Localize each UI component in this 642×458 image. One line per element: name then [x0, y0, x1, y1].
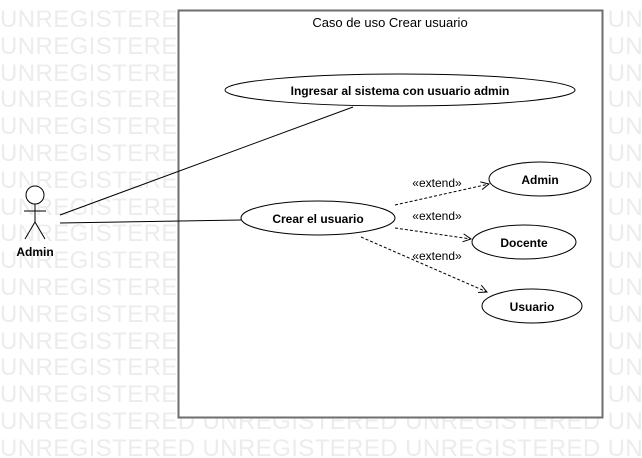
use-case-admin[interactable]: Admin: [488, 161, 592, 197]
use-case-admin-shape: [488, 161, 592, 197]
association-admin-create-user[interactable]: [59, 219, 242, 224]
use-case-create-user-label: Crear el usuario: [272, 212, 363, 226]
extend-to-docente[interactable]: [394, 227, 471, 239]
extend-label-admin: «extend»: [412, 176, 462, 190]
actor-right-leg: [34, 221, 46, 240]
watermark-line: UNREGISTERED UNREGISTERED UNREGISTERED U…: [0, 434, 642, 458]
system-boundary[interactable]: [177, 9, 604, 419]
system-boundary-title: Caso de uso Crear usuario: [312, 15, 467, 30]
actor-admin[interactable]: Admin: [16, 185, 54, 259]
actor-left-leg: [24, 221, 36, 240]
use-case-create-user-shape: [240, 200, 396, 236]
use-case-usuario-label: Usuario: [510, 300, 555, 314]
use-case-create-user[interactable]: Crear el usuario: [240, 200, 396, 236]
use-case-usuario-shape: [481, 288, 583, 324]
use-case-docente-label: Docente: [500, 236, 548, 250]
extend-label-usuario: «extend»: [412, 249, 462, 263]
use-case-admin-label: Admin: [521, 173, 558, 187]
use-case-login-label: Ingresar al sistema con usuario admin: [291, 84, 510, 98]
extend-to-usuario[interactable]: [360, 236, 487, 292]
use-case-login-shape: [224, 73, 576, 107]
use-case-login[interactable]: Ingresar al sistema con usuario admin: [224, 73, 576, 107]
use-case-docente[interactable]: Docente: [471, 224, 577, 260]
use-case-usuario[interactable]: Usuario: [481, 288, 583, 324]
extend-to-admin[interactable]: [394, 184, 489, 206]
actor-head: [25, 185, 45, 205]
association-admin-login[interactable]: [59, 106, 354, 216]
extend-label-docente: «extend»: [412, 209, 462, 223]
use-case-docente-shape: [471, 224, 577, 260]
actor-label: Admin: [16, 245, 53, 259]
